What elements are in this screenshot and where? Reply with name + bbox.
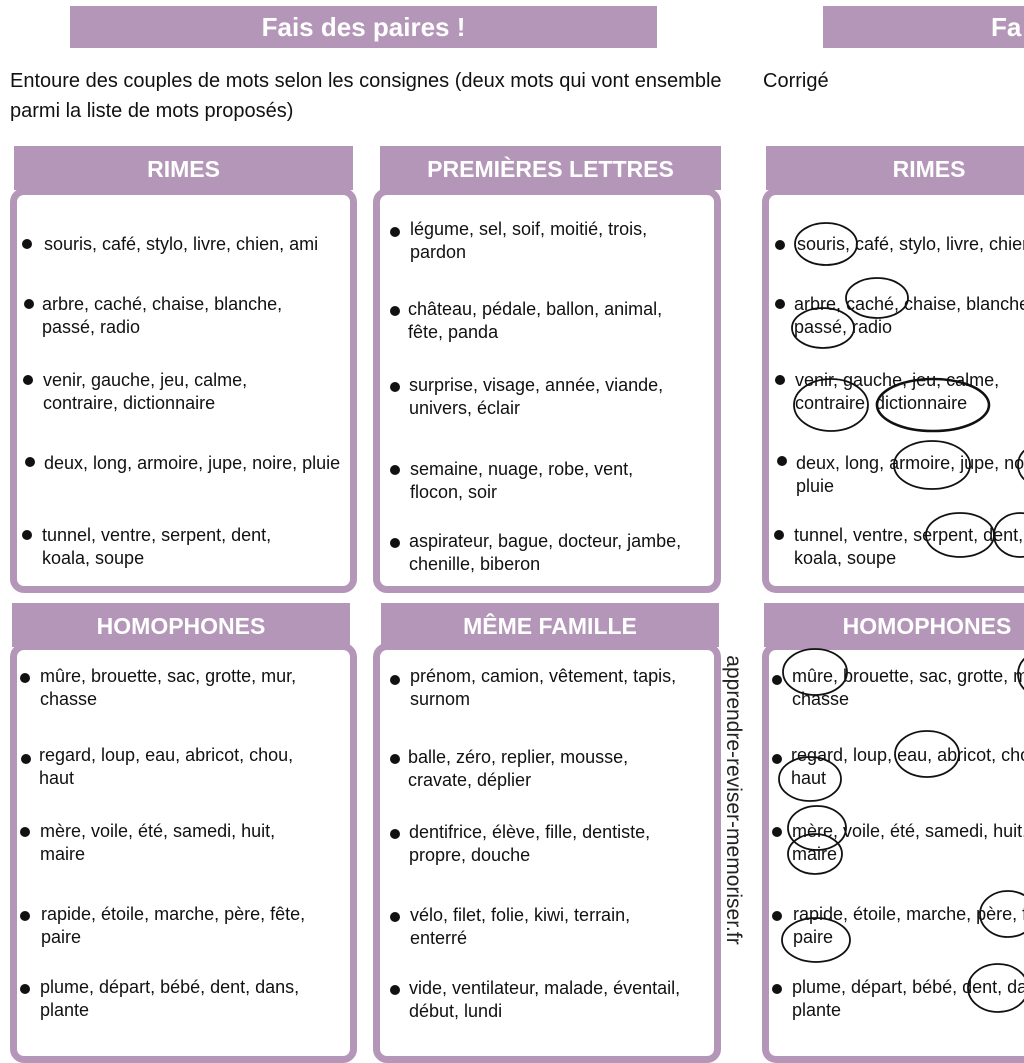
list-bullet bbox=[772, 754, 782, 764]
list-bullet bbox=[20, 984, 30, 994]
circle-mark bbox=[781, 917, 851, 963]
circle-mark bbox=[793, 378, 869, 432]
answer-key-label: Corrigé bbox=[763, 70, 829, 92]
list-item: vide, ventilateur, malade, éventail, déb… bbox=[409, 978, 681, 1021]
list-item: arbre, caché, chaise, blanche, passé, ra… bbox=[42, 294, 283, 337]
list-bullet bbox=[390, 675, 400, 685]
list-item: prénom, camion, vêtement, tapis, surnom bbox=[410, 666, 677, 709]
famille-box bbox=[373, 643, 721, 1063]
circle-mark bbox=[787, 833, 843, 875]
list-item: rapide, étoile, marche, père, fête, pair… bbox=[41, 904, 306, 947]
list-item: regard, loup, eau, abricot, chou, haut bbox=[39, 745, 294, 788]
list-bullet bbox=[25, 457, 35, 467]
list-item: balle, zéro, replier, mousse, cravate, d… bbox=[408, 747, 629, 790]
list-item: venir, gauche, jeu, calme, contraire, di… bbox=[795, 370, 1000, 413]
circle-mark bbox=[782, 648, 848, 696]
list-bullet bbox=[390, 465, 400, 475]
list-item: tunnel, ventre, serpent, dent, koala, so… bbox=[794, 525, 1024, 568]
answer-rimes-title: RIMES bbox=[892, 156, 966, 182]
circle-mark bbox=[1017, 449, 1024, 481]
list-bullet bbox=[21, 754, 31, 764]
premieres-heading: PREMIÈRES LETTRES bbox=[380, 146, 721, 190]
rimes-heading: RIMES bbox=[14, 146, 353, 190]
list-item: plume, départ, bébé, dent, dans, plante bbox=[792, 977, 1024, 1020]
list-bullet bbox=[775, 240, 785, 250]
list-bullet bbox=[20, 673, 30, 683]
answer-homophones-heading: HOMOPHONES bbox=[764, 603, 1024, 647]
page-title: Fais des paires ! bbox=[70, 6, 657, 48]
circle-mark bbox=[875, 377, 991, 433]
list-item: mère, voile, été, samedi, huit, maire bbox=[40, 821, 276, 864]
list-bullet bbox=[390, 985, 400, 995]
instructions: Entoure des couples de mots selon les co… bbox=[10, 70, 722, 122]
list-item: venir, gauche, jeu, calme, contraire, di… bbox=[43, 370, 248, 413]
list-bullet bbox=[390, 754, 400, 764]
circle-mark bbox=[893, 440, 971, 490]
circle-mark bbox=[993, 512, 1024, 558]
circle-mark bbox=[979, 890, 1024, 938]
list-item: surprise, visage, année, viande, univers… bbox=[409, 375, 664, 418]
list-item: mûre, brouette, sac, grotte, mur, chasse bbox=[40, 666, 297, 709]
circle-mark bbox=[778, 756, 842, 802]
homophones-box bbox=[10, 643, 357, 1063]
list-bullet bbox=[20, 911, 30, 921]
list-bullet bbox=[390, 829, 400, 839]
list-item: plume, départ, bébé, dent, dans, plante bbox=[40, 977, 300, 1020]
list-bullet bbox=[22, 530, 32, 540]
list-bullet bbox=[775, 299, 785, 309]
list-bullet bbox=[775, 375, 785, 385]
list-bullet bbox=[390, 912, 400, 922]
list-bullet bbox=[20, 827, 30, 837]
list-item: rapide, étoile, marche, père, fête, pair… bbox=[793, 904, 1024, 947]
answer-rimes-heading: RIMES bbox=[766, 146, 1024, 190]
list-bullet bbox=[772, 675, 782, 685]
list-item: vélo, filet, folie, kiwi, terrain, enter… bbox=[410, 905, 631, 948]
premieres-box bbox=[373, 188, 721, 593]
circle-mark bbox=[1017, 657, 1024, 691]
list-bullet bbox=[772, 827, 782, 837]
list-item: souris, café, stylo, livre, chien, ami bbox=[797, 234, 1024, 254]
list-item: deux, long, armoire, jupe, noire, pluie bbox=[796, 453, 1024, 496]
circle-mark bbox=[787, 805, 847, 851]
list-bullet bbox=[390, 382, 400, 392]
list-item: regard, loup, eau, abricot, chou, haut bbox=[791, 745, 1024, 788]
list-bullet bbox=[390, 227, 400, 237]
list-item: château, pédale, ballon, animal, fête, p… bbox=[408, 299, 663, 342]
list-bullet bbox=[777, 456, 787, 466]
circle-mark bbox=[894, 730, 960, 778]
list-bullet bbox=[24, 299, 34, 309]
list-bullet bbox=[390, 538, 400, 548]
answer-key-title: Fa bbox=[823, 6, 1024, 48]
list-item: légume, sel, soif, moitié, trois, pardon bbox=[410, 219, 648, 262]
circle-mark bbox=[791, 307, 855, 349]
answer-circles bbox=[778, 222, 1024, 1013]
circle-mark bbox=[925, 512, 995, 558]
list-item: tunnel, ventre, serpent, dent, koala, so… bbox=[42, 525, 272, 568]
list-bullet bbox=[23, 375, 33, 385]
list-item: aspirateur, bague, docteur, jambe, cheni… bbox=[409, 531, 682, 574]
circle-mark bbox=[845, 277, 909, 319]
list-item: deux, long, armoire, jupe, noire, pluie bbox=[44, 453, 341, 473]
list-item: dentifrice, élève, fille, dentiste, prop… bbox=[409, 822, 651, 865]
answer-homophones-title: HOMOPHONES bbox=[842, 613, 1012, 639]
list-bullet bbox=[772, 984, 782, 994]
circle-mark bbox=[967, 963, 1024, 1013]
list-item: souris, café, stylo, livre, chien, ami bbox=[44, 234, 319, 254]
circle-mark bbox=[794, 222, 858, 266]
list-bullet bbox=[22, 239, 32, 249]
rimes-box bbox=[10, 188, 357, 593]
list-bullet bbox=[772, 911, 782, 921]
list-bullet bbox=[774, 530, 784, 540]
homophones-heading: HOMOPHONES bbox=[12, 603, 350, 647]
famille-heading: MÊME FAMILLE bbox=[381, 603, 719, 647]
list-item: semaine, nuage, robe, vent, flocon, soir bbox=[410, 459, 634, 502]
list-item: mûre, brouette, sac, grotte, mur, chasse bbox=[792, 666, 1024, 709]
list-bullet bbox=[390, 306, 400, 316]
